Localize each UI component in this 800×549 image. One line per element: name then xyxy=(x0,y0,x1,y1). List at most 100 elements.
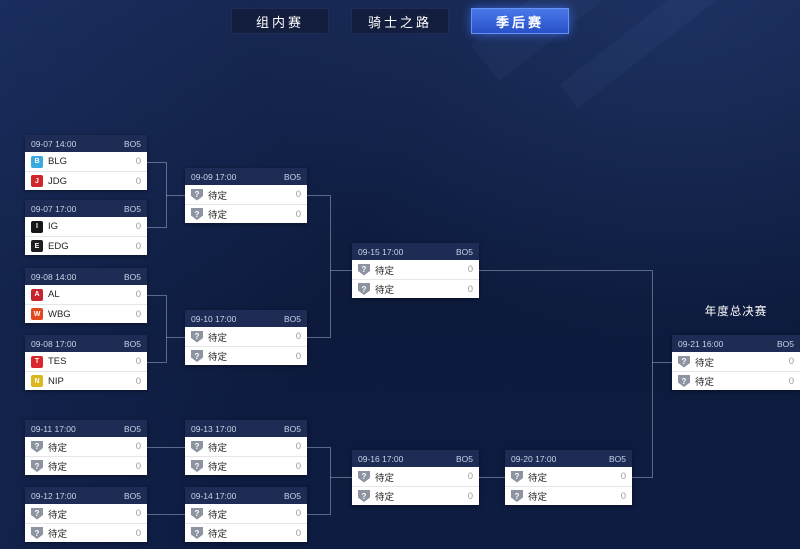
team-row-tbd[interactable]: ? 待定 0 xyxy=(185,327,307,346)
team-row-tbd[interactable]: ? 待定 0 xyxy=(185,504,307,523)
bracket-connector xyxy=(479,270,652,271)
match-blg-jdg[interactable]: 09-07 14:00 BO5 B BLG 0 J JDG 0 xyxy=(25,135,147,190)
team-row-blg[interactable]: B BLG 0 xyxy=(25,152,147,171)
match-format-badge: BO5 xyxy=(608,453,626,464)
team-row-tbd[interactable]: ? 待定 0 xyxy=(672,371,800,390)
team-row-tbd[interactable]: ? 待定 0 xyxy=(352,486,479,505)
al-logo-icon: A xyxy=(31,288,43,301)
bracket-connector xyxy=(147,362,166,363)
tbd-shield-icon: ? xyxy=(191,208,203,220)
team-score: 0 xyxy=(467,490,473,502)
team-score: 0 xyxy=(295,441,301,452)
team-name: 待定 xyxy=(208,352,228,363)
team-name: 待定 xyxy=(48,462,68,473)
match-al-wbg[interactable]: 09-08 14:00 BO5 A AL 0 W WBG 0 xyxy=(25,268,147,323)
tbd-shield-icon: ? xyxy=(678,375,690,387)
match-header: 09-10 17:00 BO5 xyxy=(185,310,307,327)
team-row-tbd[interactable]: ? 待定 0 xyxy=(505,467,632,486)
tbd-shield-icon: ? xyxy=(358,263,370,276)
match-tes-nip[interactable]: 09-08 17:00 BO5 T TES 0 N NIP 0 xyxy=(25,335,147,390)
bracket-connector xyxy=(307,195,330,196)
tbd-shield-icon: ? xyxy=(358,283,370,295)
team-name: 待定 xyxy=(208,442,228,454)
team-row-al[interactable]: A AL 0 xyxy=(25,285,147,304)
team-row-tbd[interactable]: ? 待定 0 xyxy=(185,346,307,365)
match-format-badge: BO5 xyxy=(776,338,794,349)
team-name: 待定 xyxy=(375,492,395,503)
team-row-tbd[interactable]: ? 待定 0 xyxy=(352,279,479,298)
bracket-connector xyxy=(147,162,166,163)
team-row-tbd[interactable]: ? 待定 0 xyxy=(185,204,307,223)
bracket-connector xyxy=(307,514,330,515)
match-header: 09-20 17:00 BO5 xyxy=(505,450,632,467)
team-row-tbd[interactable]: ? 待定 0 xyxy=(25,523,147,542)
match-time: 09-16 17:00 xyxy=(358,453,404,464)
bracket-connector xyxy=(330,195,331,338)
team-row-tbd[interactable]: ? 待定 0 xyxy=(352,260,479,279)
match-grand-final[interactable]: 09-21 16:00 BO5 ? 待定 0 ? 待定 0 xyxy=(672,335,800,390)
match-0920[interactable]: 09-20 17:00 BO5 ? 待定 0 ? 待定 0 xyxy=(505,450,632,505)
team-score: 0 xyxy=(135,240,141,252)
team-name: 待定 xyxy=(695,377,715,388)
match-ig-edg[interactable]: 09-07 17:00 BO5 I IG 0 E EDG 0 xyxy=(25,200,147,255)
match-0914[interactable]: 09-14 17:00 BO5 ? 待定 0 ? 待定 0 xyxy=(185,487,307,542)
team-row-edg[interactable]: E EDG 0 xyxy=(25,236,147,255)
match-format-badge: BO5 xyxy=(455,246,473,257)
match-header: 09-12 17:00 BO5 xyxy=(25,487,147,504)
bracket-connector xyxy=(652,362,672,363)
match-0913[interactable]: 09-13 17:00 BO5 ? 待定 0 ? 待定 0 xyxy=(185,420,307,475)
match-format-badge: BO5 xyxy=(123,271,141,282)
team-row-nip[interactable]: N NIP 0 xyxy=(25,371,147,390)
tbd-shield-icon: ? xyxy=(678,355,690,368)
bracket-connector xyxy=(166,162,167,228)
team-row-tbd[interactable]: ? 待定 0 xyxy=(25,456,147,475)
team-name: 待定 xyxy=(528,492,548,503)
match-format-badge: BO5 xyxy=(123,423,141,434)
team-name: BLG xyxy=(48,156,68,167)
match-0910[interactable]: 09-10 17:00 BO5 ? 待定 0 ? 待定 0 xyxy=(185,310,307,365)
bracket-connector xyxy=(479,477,505,478)
match-time: 09-14 17:00 xyxy=(191,490,237,501)
match-time: 09-08 17:00 xyxy=(31,338,77,349)
tab-group-stage[interactable]: 组内赛 xyxy=(231,8,329,34)
team-row-wbg[interactable]: W WBG 0 xyxy=(25,304,147,323)
team-row-tbd[interactable]: ? 待定 0 xyxy=(672,352,800,371)
match-0911[interactable]: 09-11 17:00 BO5 ? 待定 0 ? 待定 0 xyxy=(25,420,147,475)
bracket-connector xyxy=(166,337,185,338)
tes-logo-icon: T xyxy=(31,355,43,368)
match-time: 09-21 16:00 xyxy=(678,338,724,349)
team-row-tbd[interactable]: ? 待定 0 xyxy=(185,437,307,456)
team-row-tbd[interactable]: ? 待定 0 xyxy=(25,504,147,523)
bracket-connector xyxy=(330,477,352,478)
match-0916[interactable]: 09-16 17:00 BO5 ? 待定 0 ? 待定 0 xyxy=(352,450,479,505)
top-tabs: 组内赛 骑士之路 季后赛 xyxy=(0,8,800,34)
tab-playoffs[interactable]: 季后赛 xyxy=(471,8,569,34)
tab-knights-road[interactable]: 骑士之路 xyxy=(351,8,449,34)
match-0912[interactable]: 09-12 17:00 BO5 ? 待定 0 ? 待定 0 xyxy=(25,487,147,542)
team-row-tes[interactable]: T TES 0 xyxy=(25,352,147,371)
match-0909[interactable]: 09-09 17:00 BO5 ? 待定 0 ? 待定 0 xyxy=(185,168,307,223)
team-row-tbd[interactable]: ? 待定 0 xyxy=(505,486,632,505)
team-row-tbd[interactable]: ? 待定 0 xyxy=(185,456,307,475)
team-row-tbd[interactable]: ? 待定 0 xyxy=(185,185,307,204)
bracket-connector xyxy=(307,337,330,338)
team-name: 待定 xyxy=(208,509,228,521)
match-header: 09-08 17:00 BO5 xyxy=(25,335,147,352)
nip-logo-icon: N xyxy=(31,375,43,387)
tbd-shield-icon: ? xyxy=(191,330,203,343)
bracket-connector xyxy=(330,270,352,271)
match-0915[interactable]: 09-15 17:00 BO5 ? 待定 0 ? 待定 0 xyxy=(352,243,479,298)
team-score: 0 xyxy=(295,189,301,200)
team-row-jdg[interactable]: J JDG 0 xyxy=(25,171,147,190)
match-time: 09-09 17:00 xyxy=(191,171,237,182)
match-header: 09-21 16:00 BO5 xyxy=(672,335,800,352)
team-row-ig[interactable]: I IG 0 xyxy=(25,217,147,236)
team-row-tbd[interactable]: ? 待定 0 xyxy=(352,467,479,486)
team-score: 0 xyxy=(788,375,794,387)
match-header: 09-15 17:00 BO5 xyxy=(352,243,479,260)
bracket-connector xyxy=(147,227,166,228)
team-name: 待定 xyxy=(48,509,68,521)
tbd-shield-icon: ? xyxy=(511,490,523,502)
team-row-tbd[interactable]: ? 待定 0 xyxy=(185,523,307,542)
team-row-tbd[interactable]: ? 待定 0 xyxy=(25,437,147,456)
